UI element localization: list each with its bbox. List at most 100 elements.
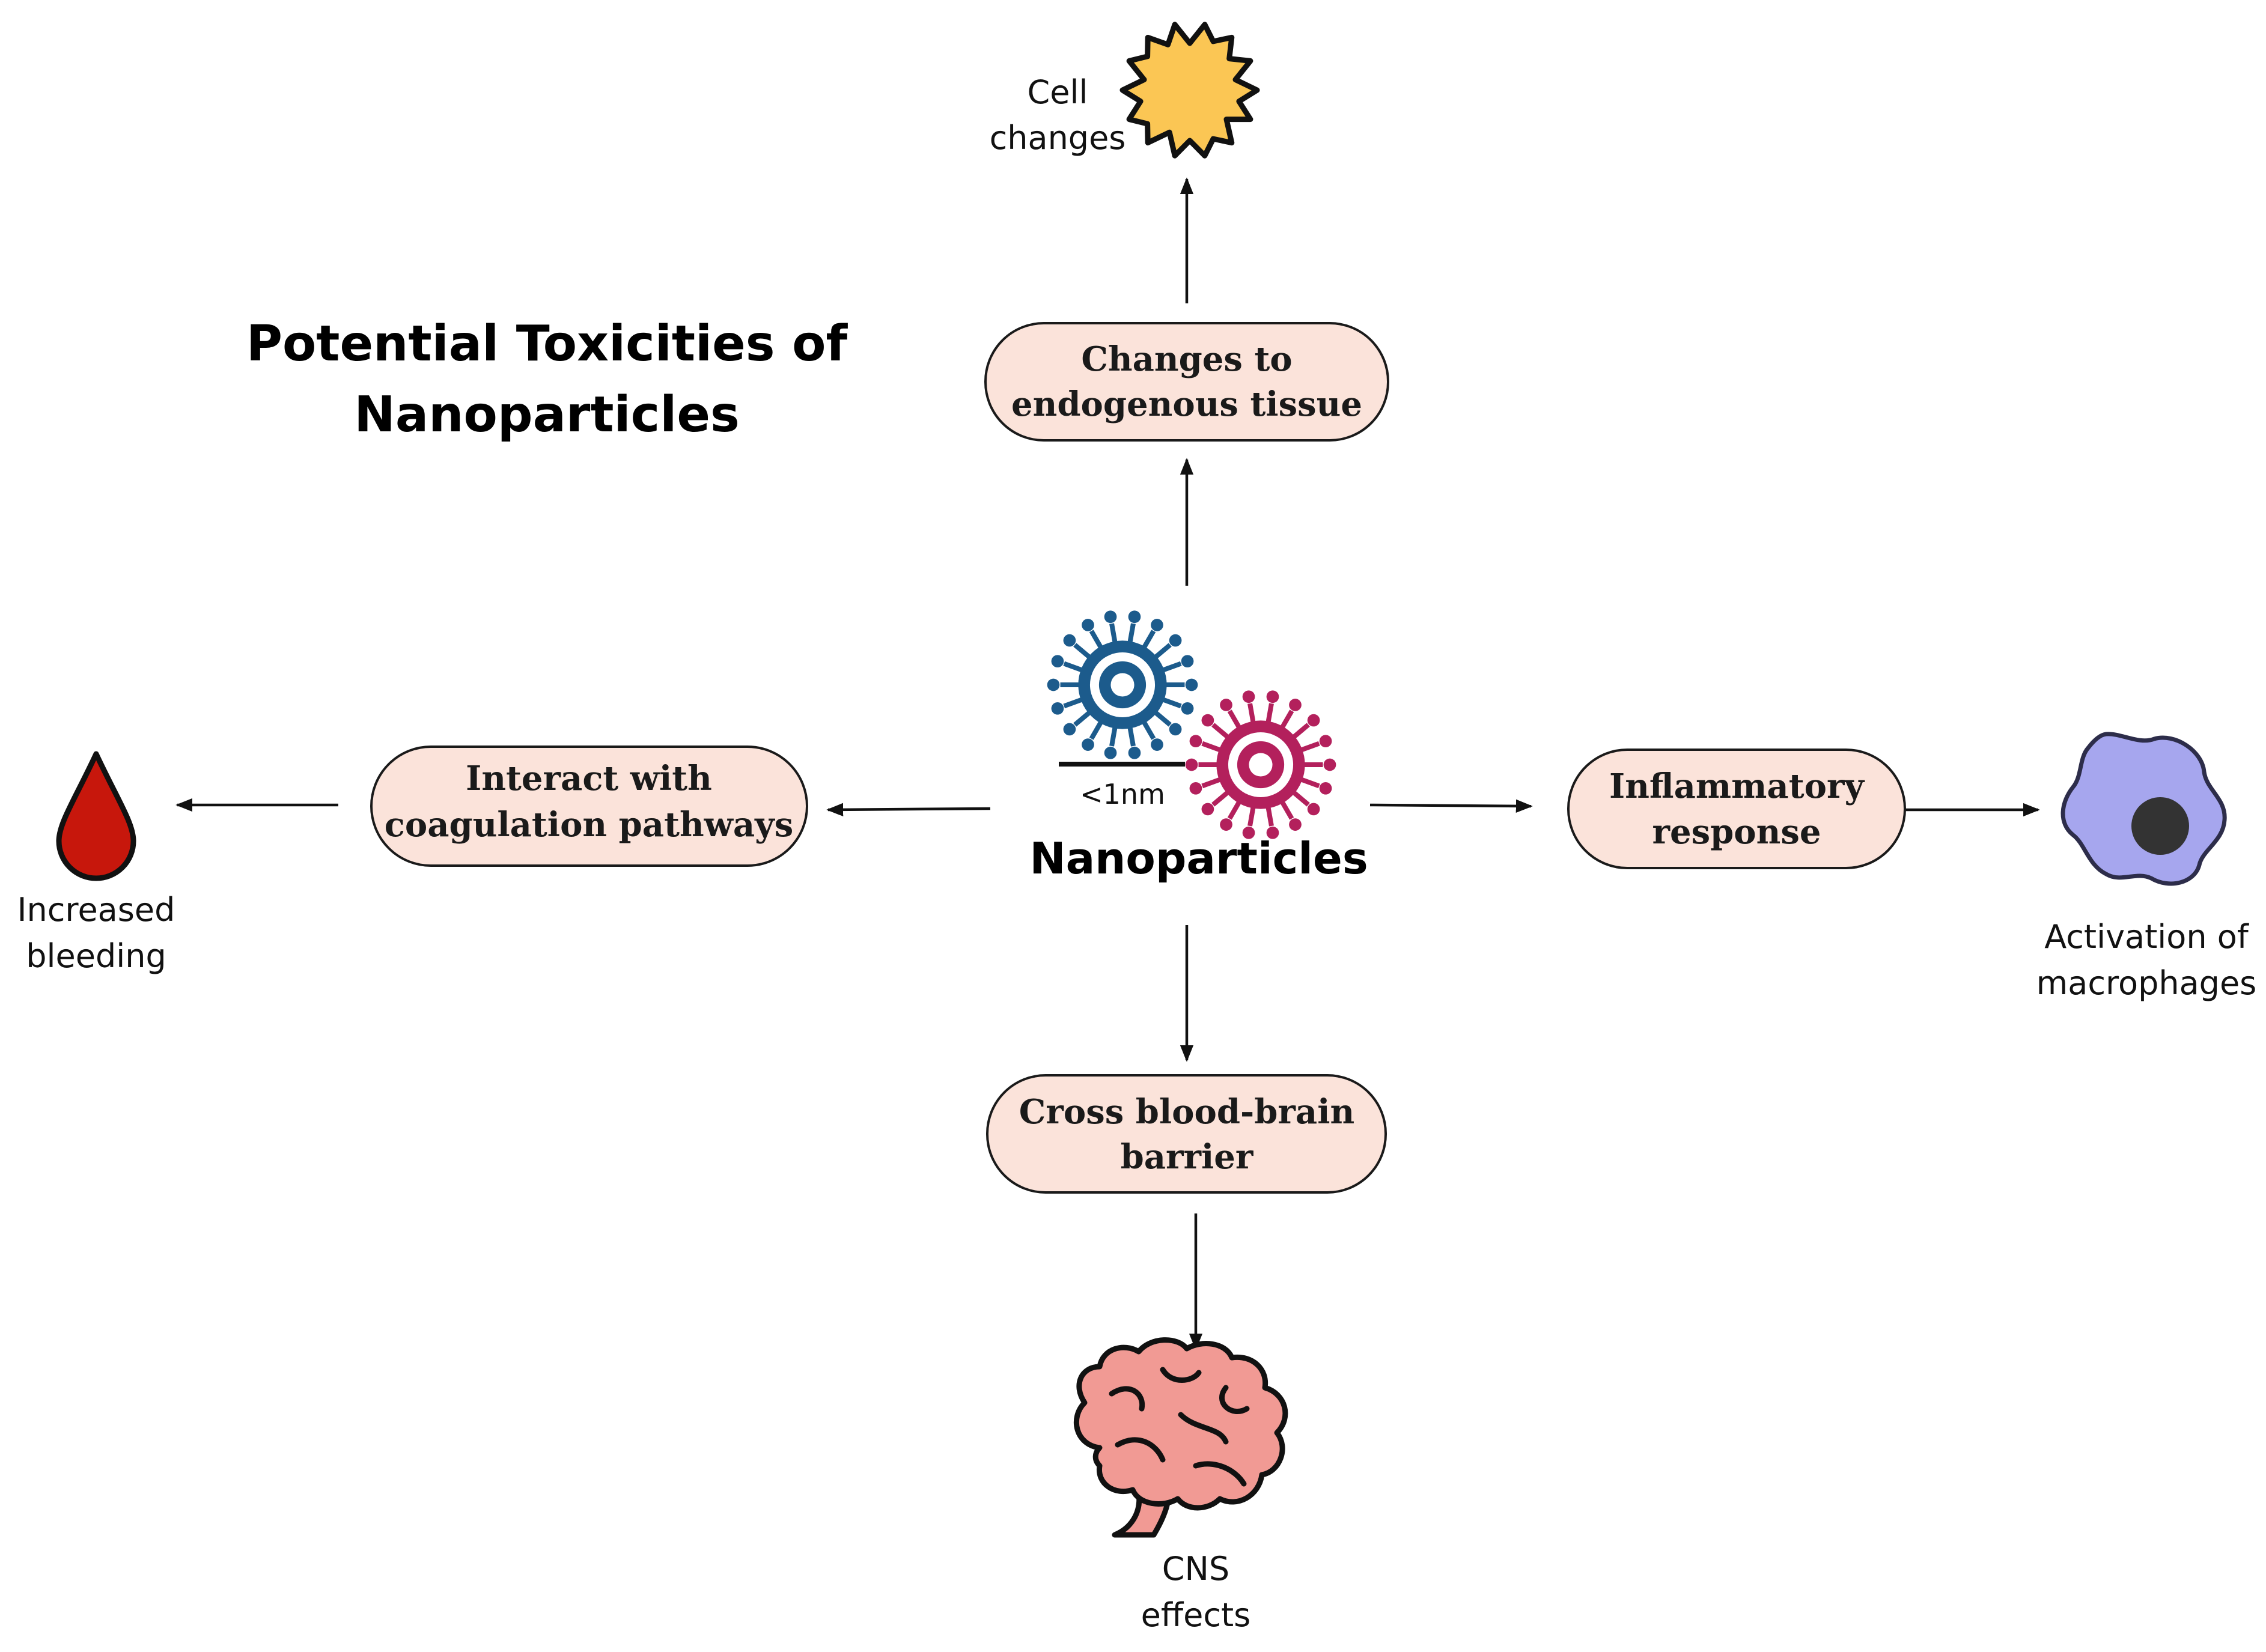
brain-fold-2 — [1160, 1367, 1202, 1383]
virus-spike-tip — [1082, 738, 1094, 751]
virus-spike — [1227, 800, 1241, 820]
brain-fold-1 — [1109, 1386, 1145, 1412]
virus-spike-tip — [1063, 723, 1076, 736]
pill-blood-brain-barrier-shape — [986, 1074, 1387, 1194]
virus-spike-tip — [1266, 690, 1279, 703]
pill-coagulation-line1: Interact with — [466, 759, 712, 798]
virus-spike — [1127, 623, 1136, 643]
virus-spike-tip — [1151, 619, 1163, 631]
macrophage-icon — [2060, 732, 2227, 886]
virus-spike — [1247, 703, 1256, 723]
virus-spike-tip — [1104, 610, 1117, 624]
virus-spike — [1292, 790, 1310, 807]
virus-spike-tip — [1169, 634, 1182, 647]
virus-spike-tip — [1181, 702, 1194, 715]
virus-spike-tip — [1307, 714, 1320, 727]
virus-spike-tip — [1128, 610, 1141, 624]
virus-spike — [1162, 697, 1182, 709]
virus-spike-tip — [1104, 746, 1117, 759]
virus-spike — [1089, 630, 1103, 649]
cell-changes-label-line2: changes — [990, 119, 1126, 157]
pill-coagulation-shape — [370, 746, 808, 867]
virus-spike-tip — [1242, 826, 1255, 839]
virus-spike — [1201, 741, 1222, 753]
virus-spike — [1109, 623, 1118, 643]
virus-spike-tip — [1128, 746, 1141, 759]
virus-spike-tip — [1289, 699, 1302, 711]
virus-spike — [1073, 643, 1091, 660]
virus-spike — [1300, 741, 1320, 753]
virus-spike — [1063, 697, 1083, 709]
virus-spike — [1211, 790, 1229, 807]
nanoparticle-blue-icon — [1047, 610, 1198, 759]
pill-tissue-changes: Changes to endogenous tissue — [984, 322, 1389, 442]
bleeding-label-line1: Increased — [17, 891, 175, 929]
blood-drop-shape — [56, 751, 136, 881]
virus-spike — [1201, 777, 1222, 789]
pill-inflammatory-line1: Inflammatory — [1609, 767, 1865, 806]
virus-spike — [1300, 777, 1320, 789]
scale-label: <1nm — [1080, 778, 1165, 810]
virus-spike — [1127, 726, 1136, 747]
pill-blood-brain-barrier: Cross blood-brain barrier — [986, 1074, 1387, 1194]
virus-spike-tip — [1189, 735, 1202, 748]
virus-spike — [1154, 643, 1172, 660]
virus-spike-tip — [1323, 758, 1336, 771]
virus-spike-tip — [1051, 702, 1064, 715]
virus-spike-tip — [1181, 655, 1194, 668]
cell-icon — [1119, 22, 1260, 159]
macrophage-nucleus — [2131, 797, 2189, 855]
virus-spike-tip — [1266, 826, 1279, 839]
diagram-title-line2: Nanoparticles — [354, 386, 740, 443]
virus-spike-tip — [1051, 655, 1064, 668]
arrow-to-coagulation — [826, 803, 991, 817]
virus-spike — [1073, 710, 1091, 727]
virus-spike — [1089, 720, 1103, 740]
cell-changes-label-line1: Cell — [1028, 73, 1088, 111]
pill-inflammatory-shape — [1567, 749, 1906, 869]
virus-spike-tip — [1047, 678, 1060, 691]
virus-spike-tip — [1185, 678, 1198, 691]
macrophage-label-line1: Activation of — [2044, 918, 2250, 956]
pill-inflammatory: Inflammatory response — [1567, 749, 1906, 869]
macrophage-label-line2: macrophages — [2036, 964, 2257, 1002]
virus-spike — [1227, 709, 1241, 729]
brain-fold-3 — [1219, 1385, 1250, 1414]
center-label: Nanoparticles — [1029, 833, 1368, 884]
virus-spike — [1142, 630, 1156, 649]
virus-spike-tip — [1185, 758, 1198, 771]
virus-spike-tip — [1220, 818, 1232, 831]
virus-spike — [1265, 703, 1274, 723]
brain-fold-4 — [1115, 1437, 1166, 1463]
brain-shape — [1073, 1337, 1288, 1511]
blood-drop-icon — [56, 751, 136, 881]
virus-ring-4 — [1249, 753, 1273, 777]
virus-spike-tip — [1201, 714, 1214, 727]
virus-spike — [1265, 806, 1274, 827]
virus-ring-4 — [1110, 673, 1135, 697]
bleeding-label-line2: bleeding — [26, 937, 166, 975]
virus-spike — [1162, 661, 1182, 673]
pill-inflammatory-line2: response — [1652, 812, 1821, 852]
arrow-to-inflammatory — [1369, 799, 1533, 813]
cns-label-line2: effects — [1141, 1596, 1251, 1634]
virus-spike-tip — [1319, 735, 1332, 748]
brain-fold-6 — [1193, 1461, 1247, 1487]
virus-spike — [1292, 723, 1310, 739]
virus-spike — [1280, 800, 1294, 820]
virus-spike-tip — [1169, 723, 1182, 736]
virus-spike-tip — [1319, 782, 1332, 795]
pill-coagulation-line2: coagulation pathways — [385, 805, 793, 845]
virus-spike — [1211, 723, 1229, 739]
pill-tissue-changes-shape — [984, 322, 1389, 442]
virus-spike-tip — [1242, 690, 1255, 703]
virus-spike — [1063, 661, 1083, 673]
cell-shape — [1119, 22, 1260, 159]
virus-spike — [1109, 726, 1118, 747]
pill-coagulation: Interact with coagulation pathways — [370, 746, 808, 867]
virus-spike-tip — [1220, 699, 1232, 711]
nanoparticle-magenta-icon — [1185, 690, 1336, 839]
pill-blood-brain-barrier-line2: barrier — [1121, 1137, 1254, 1177]
pill-tissue-changes-line2: endogenous tissue — [1011, 384, 1362, 424]
